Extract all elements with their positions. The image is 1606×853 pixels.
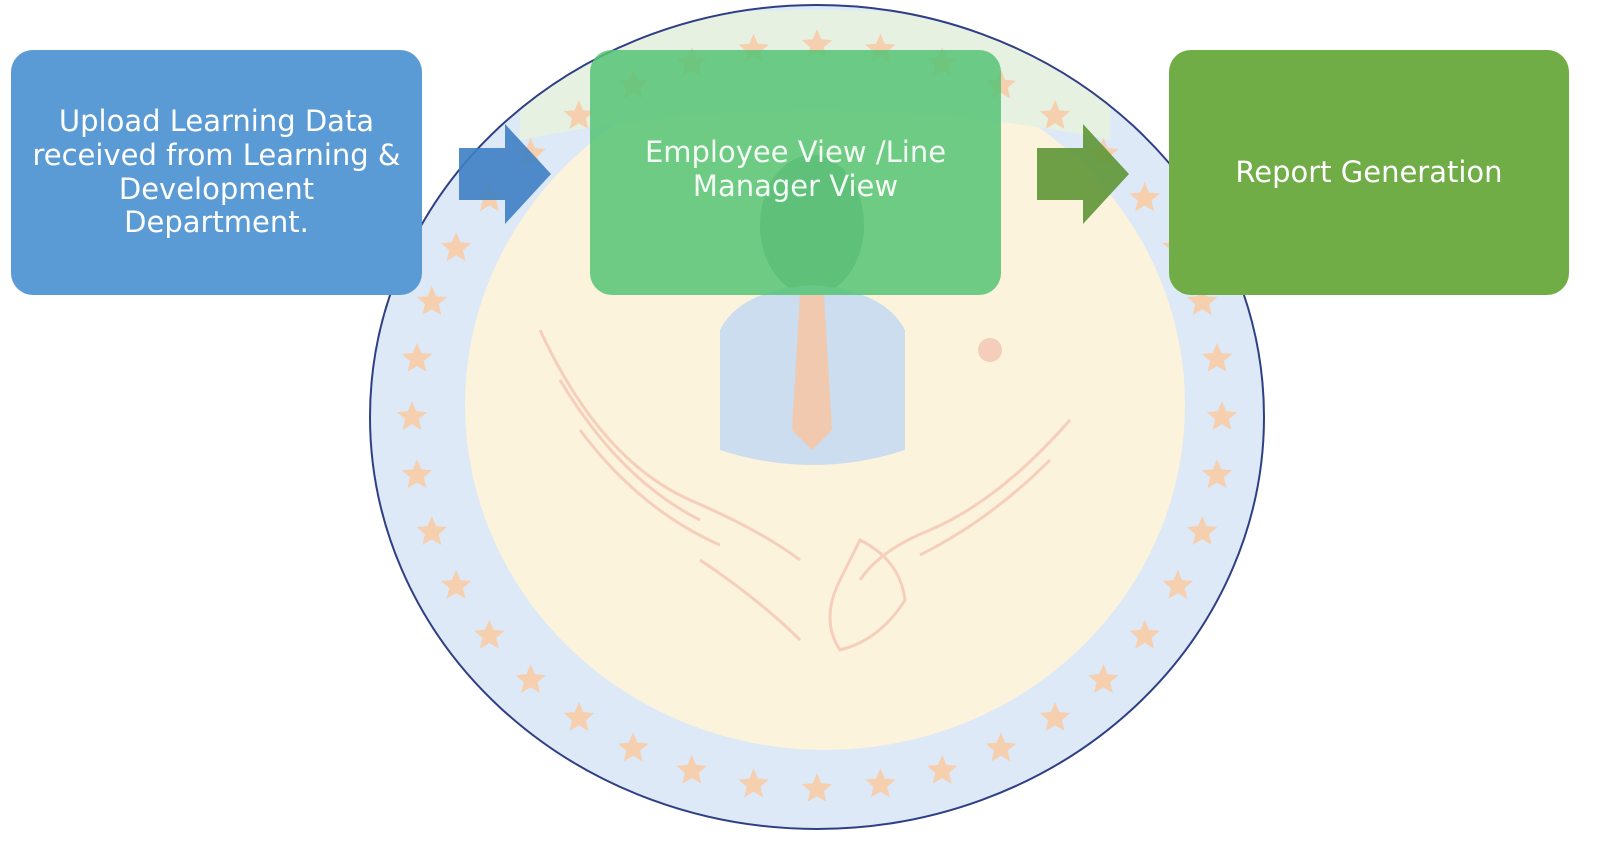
seal-star [738,768,769,798]
seal-star [1129,619,1160,649]
seal-star [440,569,472,599]
eagle-icon [538,329,1072,652]
seal-star [1162,569,1194,599]
seal-star [416,516,447,545]
seal-star [416,286,447,315]
seal-star [801,773,833,802]
seal-star [1088,664,1119,693]
step-upload-label: Upload Learning Data received from Learn… [32,104,401,240]
step-upload-learning-data: Upload Learning Data received from Learn… [11,50,422,295]
seal-star [401,342,433,372]
seal-star [676,754,708,784]
seal-star [563,100,595,129]
seal-star [1187,286,1218,315]
seal-star [865,768,896,798]
seal-star [1201,459,1233,489]
seal-star [401,459,433,489]
seal-star [985,732,1017,762]
arrow-right-icon [459,124,551,224]
seal-star [1206,401,1238,430]
step-view-label: Employee View /Line Manager View [644,135,947,203]
seal-star [1129,182,1160,212]
seal-star [1039,702,1071,731]
seal-star [396,401,428,430]
seal-star [617,732,649,762]
step-report-generation: Report Generation [1169,50,1569,295]
seal-star [1187,516,1218,545]
seal-star [1039,100,1071,129]
seal-star [474,619,505,649]
seal-star [563,702,595,731]
seal-star [440,232,472,262]
seal-star [1201,342,1233,372]
arrow-right-icon [1037,124,1129,224]
seal-star [515,664,546,693]
seal-star [926,754,958,784]
step-employee-line-manager-view: Employee View /Line Manager View [590,50,1001,295]
seal-outline [369,4,1265,830]
step-report-label: Report Generation [1235,154,1503,189]
